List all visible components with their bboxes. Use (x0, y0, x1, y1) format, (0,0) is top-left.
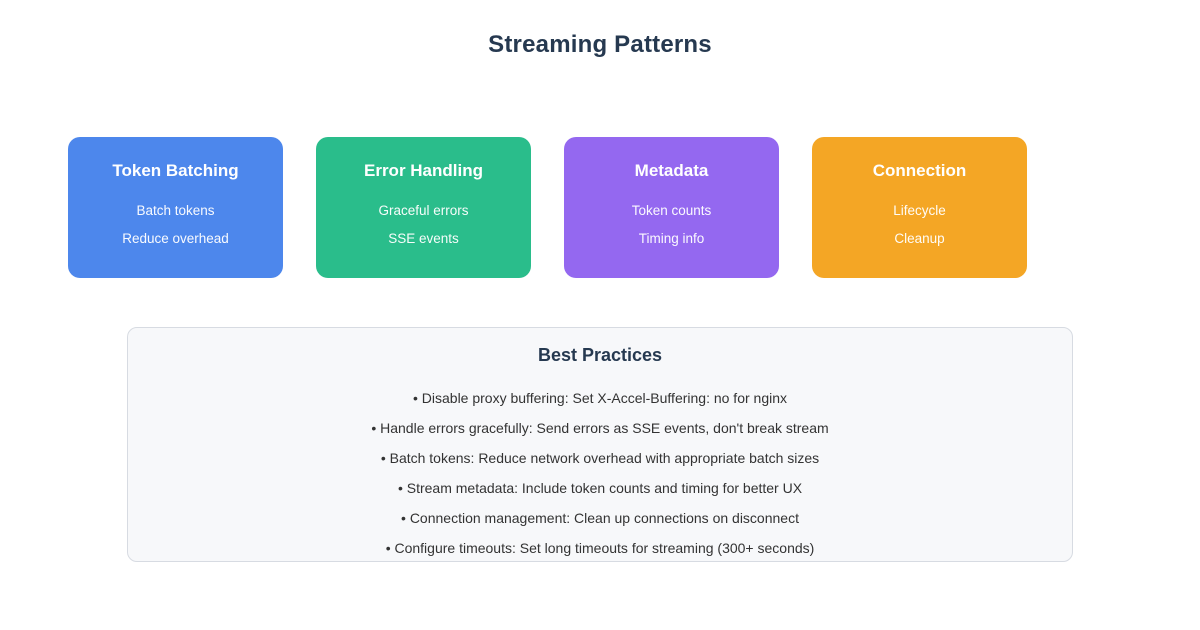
card-line: Cleanup (894, 231, 945, 246)
best-practice-item: • Connection management: Clean up connec… (401, 510, 799, 526)
card-line: Token counts (631, 203, 712, 218)
card-line: SSE events (388, 231, 459, 246)
card-title: Token Batching (112, 161, 239, 180)
best-practice-item: • Handle errors gracefully: Send errors … (371, 420, 829, 436)
best-practices-title: Best Practices (537, 345, 663, 365)
pattern-cards-row: Token Batching Batch tokens Reduce overh… (68, 137, 1027, 278)
card-title: Metadata (634, 161, 709, 180)
card-line: Reduce overhead (122, 231, 229, 246)
best-practice-item: • Disable proxy buffering: Set X-Accel-B… (412, 390, 788, 406)
pattern-card-metadata: Metadata Token counts Timing info (564, 137, 779, 278)
pattern-card-connection: Connection Lifecycle Cleanup (812, 137, 1027, 278)
best-practice-item: • Batch tokens: Reduce network overhead … (380, 450, 820, 466)
pattern-card-token-batching: Token Batching Batch tokens Reduce overh… (68, 137, 283, 278)
page-title: Streaming Patterns (488, 31, 712, 58)
best-practices-list: • Disable proxy buffering: Set X-Accel-B… (128, 383, 1072, 563)
card-title: Error Handling (363, 161, 483, 180)
best-practice-item: • Configure timeouts: Set long timeouts … (385, 540, 815, 556)
card-line: Lifecycle (893, 203, 946, 218)
best-practices-panel: Best Practices • Disable proxy buffering… (127, 327, 1073, 562)
card-line: Graceful errors (378, 203, 469, 218)
card-line: Batch tokens (136, 203, 215, 218)
card-title: Connection (872, 161, 967, 180)
pattern-card-error-handling: Error Handling Graceful errors SSE event… (316, 137, 531, 278)
best-practice-item: • Stream metadata: Include token counts … (397, 480, 803, 496)
card-line: Timing info (638, 231, 705, 246)
